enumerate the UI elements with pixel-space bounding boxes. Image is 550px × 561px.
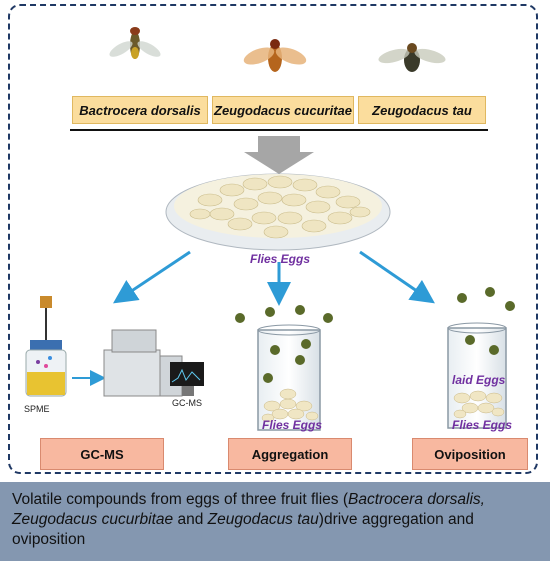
oviposition-beaker-icon [447, 287, 515, 429]
species-label-2: Zeugodacus cucuritae [214, 102, 352, 118]
method-label-aggregation: Aggregation [251, 446, 329, 462]
species-label-1: Bactrocera dorsalis [79, 102, 201, 118]
caption-part3: )drive aggregation and oviposition [12, 511, 474, 548]
down-arrow-icon [244, 136, 314, 174]
method-label-oviposition: Oviposition [434, 446, 506, 462]
dish-egg-label: Flies Eggs [250, 252, 311, 266]
diagram-frame [8, 4, 538, 474]
gcms-instrument-icon [103, 329, 204, 397]
fly-icon-zeugodacus-tau [378, 43, 446, 72]
fly-icon-bactrocera [109, 27, 161, 59]
gcms-instrument-label: GC-MS [172, 398, 202, 408]
aggregation-egg-label: Flies Eggs [262, 418, 323, 432]
caption-part2: and [173, 511, 208, 528]
arrow-to-gcms [113, 250, 191, 304]
caption-species-2: Zeugodacus tau [207, 511, 319, 528]
oviposition-egg-label: Flies Eggs [452, 418, 513, 432]
method-label-gcms: GC-MS [80, 446, 124, 462]
oviposition-laid-label: laid Eggs [452, 373, 506, 387]
species-label-3: Zeugodacus tau [372, 102, 472, 118]
method-box-aggregation: Aggregation [228, 438, 352, 470]
species-box-1: Bactrocera dorsalis [72, 96, 208, 124]
species-box-2: Zeugodacus cucuritae [212, 96, 354, 124]
method-box-gcms: GC-MS [40, 438, 164, 470]
method-box-oviposition: Oviposition [412, 438, 528, 470]
species-box-3: Zeugodacus tau [358, 96, 486, 124]
aggregation-beaker-icon [235, 305, 333, 431]
caption-banner: Volatile compounds from eggs of three fr… [0, 482, 550, 561]
arrow-to-oviposition [359, 250, 435, 304]
caption-part1: Volatile compounds from eggs of three fr… [12, 491, 348, 508]
fly-icon-zeugodacus-cucurbitae [243, 39, 307, 72]
spme-vial-icon [25, 296, 67, 397]
petri-dish-icon [165, 173, 391, 251]
caption-species-1: Bactrocera dorsalis, Zeugodacus cucurbit… [12, 491, 485, 528]
spme-label: SPME [24, 404, 50, 414]
